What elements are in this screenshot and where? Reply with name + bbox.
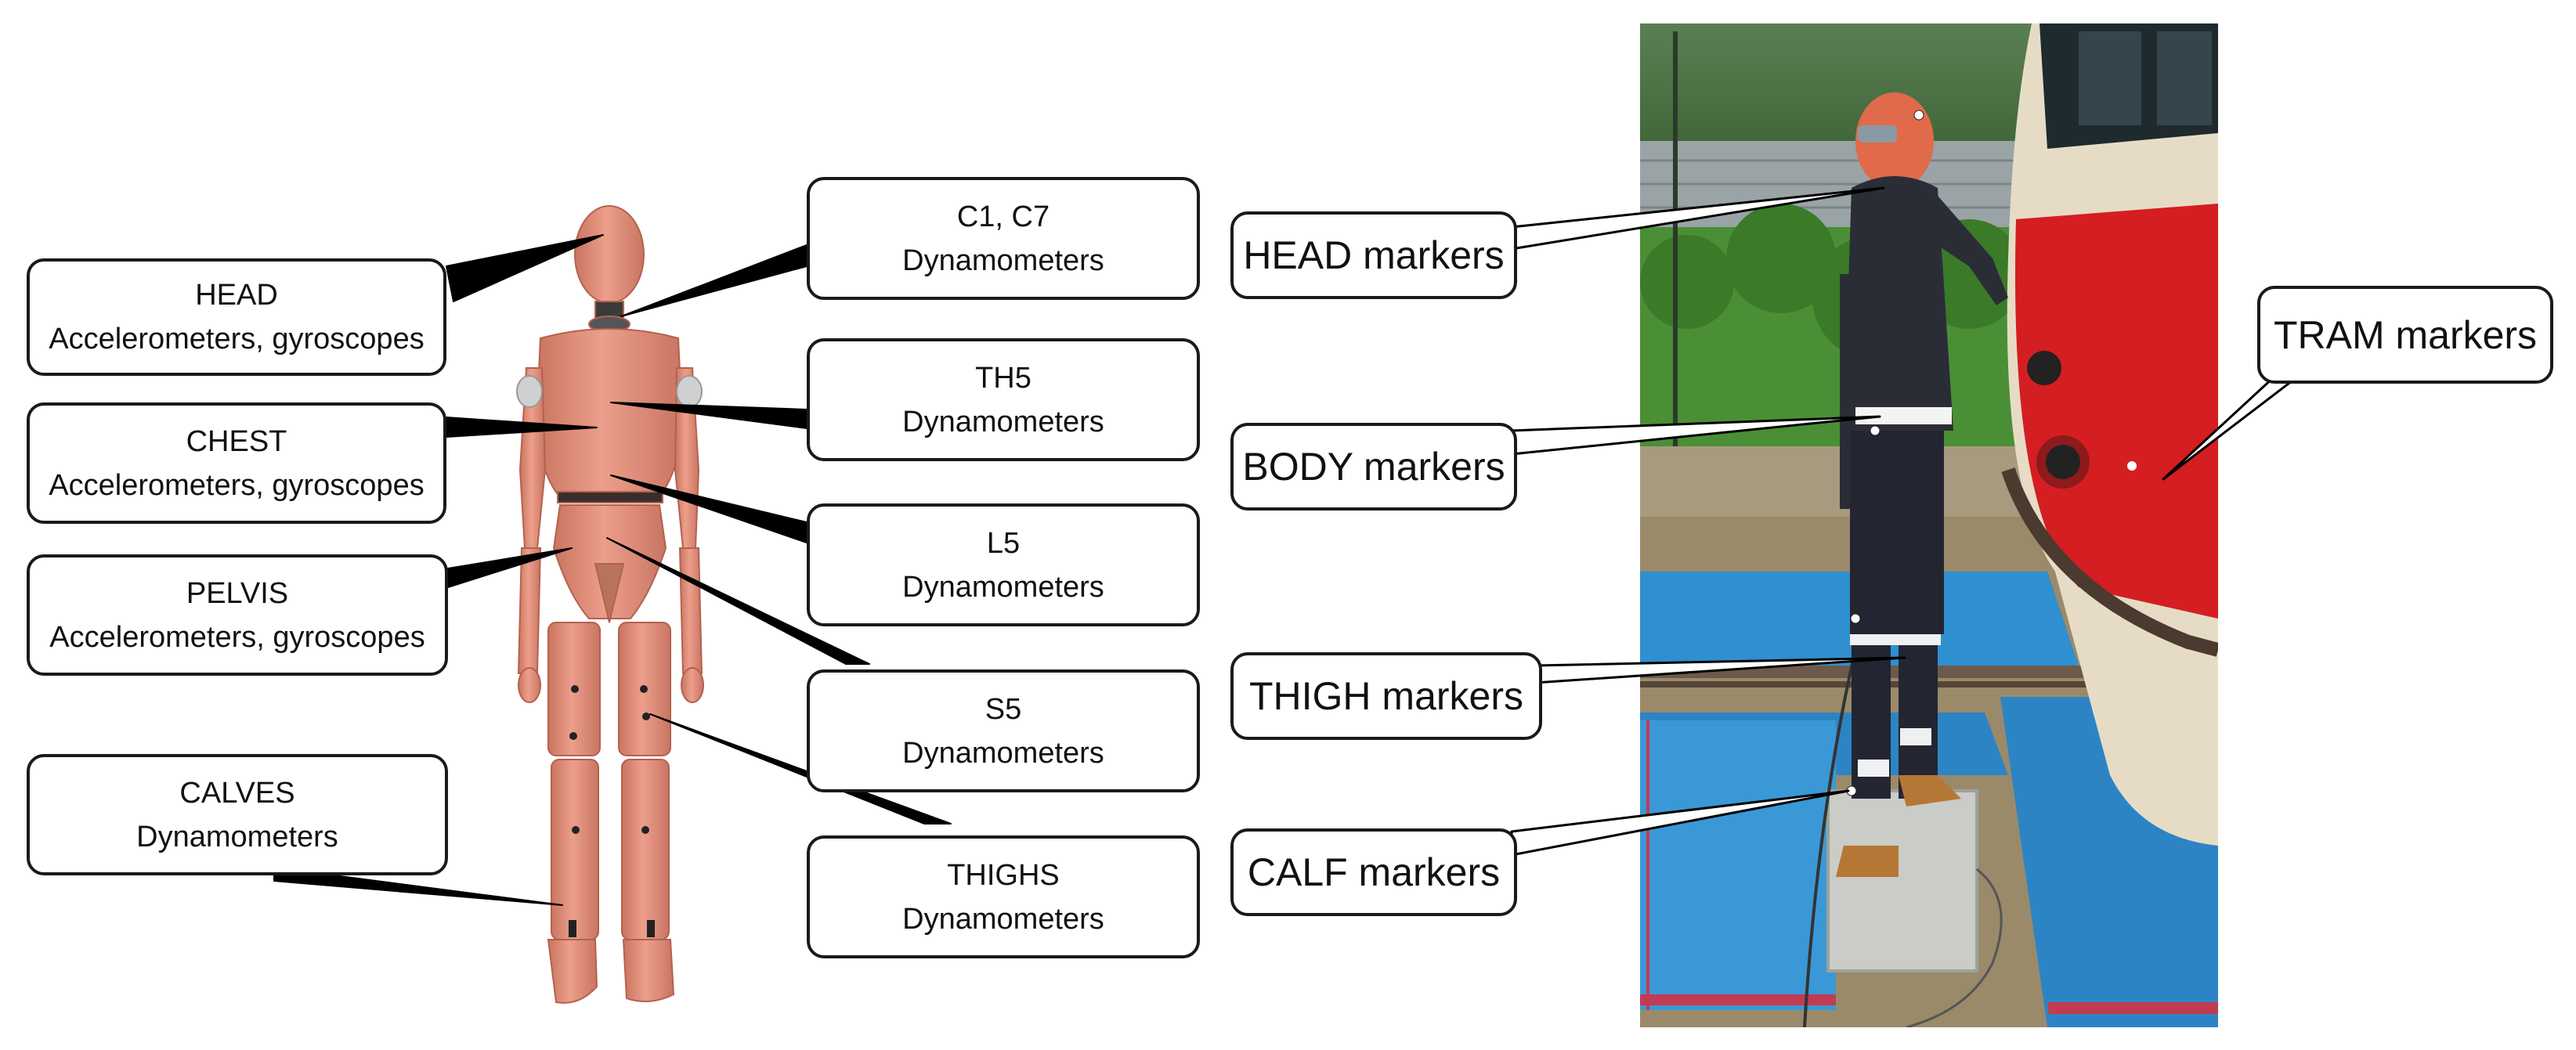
pelvis-callout-title: PELVIS [186,576,289,610]
chest-callout-subtitle: Accelerometers, gyroscopes [49,468,425,502]
s5-callout-title: S5 [985,692,1022,726]
th5-callout-title: TH5 [975,361,1031,395]
head-callout: HEAD Accelerometers, gyroscopes [27,258,446,376]
leader-lines-left [273,234,604,906]
l5-callout-title: L5 [986,526,1021,560]
chest-callout-title: CHEST [186,424,287,458]
head-callout-subtitle: Accelerometers, gyroscopes [49,323,425,355]
dummy-body [516,205,704,1004]
c1c7-callout-subtitle: Dynamometers [902,244,1104,277]
thighs-callout-subtitle: Dynamometers [902,902,1104,936]
s5-callout: S5 Dynamometers [807,669,1200,792]
th5-callout-subtitle: Dynamometers [902,405,1104,438]
pelvis-callout-subtitle: Accelerometers, gyroscopes [49,620,425,654]
c1c7-callout-title: C1, C7 [956,200,1050,233]
thigh-markers-callout: THIGH markers [1230,652,1542,740]
test-photo [1640,23,2218,1027]
thighs-callout: THIGHS Dynamometers [807,835,1200,958]
calf-markers-label: CALF markers [1247,850,1501,894]
calves-callout-subtitle: Dynamometers [136,820,338,853]
head-callout-title: HEAD [195,279,278,312]
calves-callout-title: CALVES [179,776,295,810]
l5-callout-subtitle: Dynamometers [902,570,1104,604]
pelvis-callout: PELVIS Accelerometers, gyroscopes [27,554,448,676]
th5-callout: TH5 Dynamometers [807,338,1200,461]
c1c7-callout: C1, C7 Dynamometers [807,177,1200,300]
dummy-sensor-dots [569,685,655,937]
chest-callout: CHEST Accelerometers, gyroscopes [27,402,446,524]
head-markers-callout: HEAD markers [1230,211,1517,299]
calves-callout: CALVES Dynamometers [27,754,448,875]
thigh-markers-label: THIGH markers [1249,674,1523,718]
l5-callout: L5 Dynamometers [807,503,1200,626]
tram-markers-label: TRAM markers [2273,312,2538,357]
head-markers-label: HEAD markers [1243,233,1505,277]
tram-markers-callout: TRAM markers [2257,286,2553,384]
body-markers-label: BODY markers [1242,445,1505,489]
s5-callout-subtitle: Dynamometers [902,736,1104,770]
leader-lines-right [606,244,952,824]
body-markers-callout: BODY markers [1230,423,1517,511]
calf-markers-callout: CALF markers [1230,828,1517,916]
thighs-callout-title: THIGHS [947,858,1060,892]
